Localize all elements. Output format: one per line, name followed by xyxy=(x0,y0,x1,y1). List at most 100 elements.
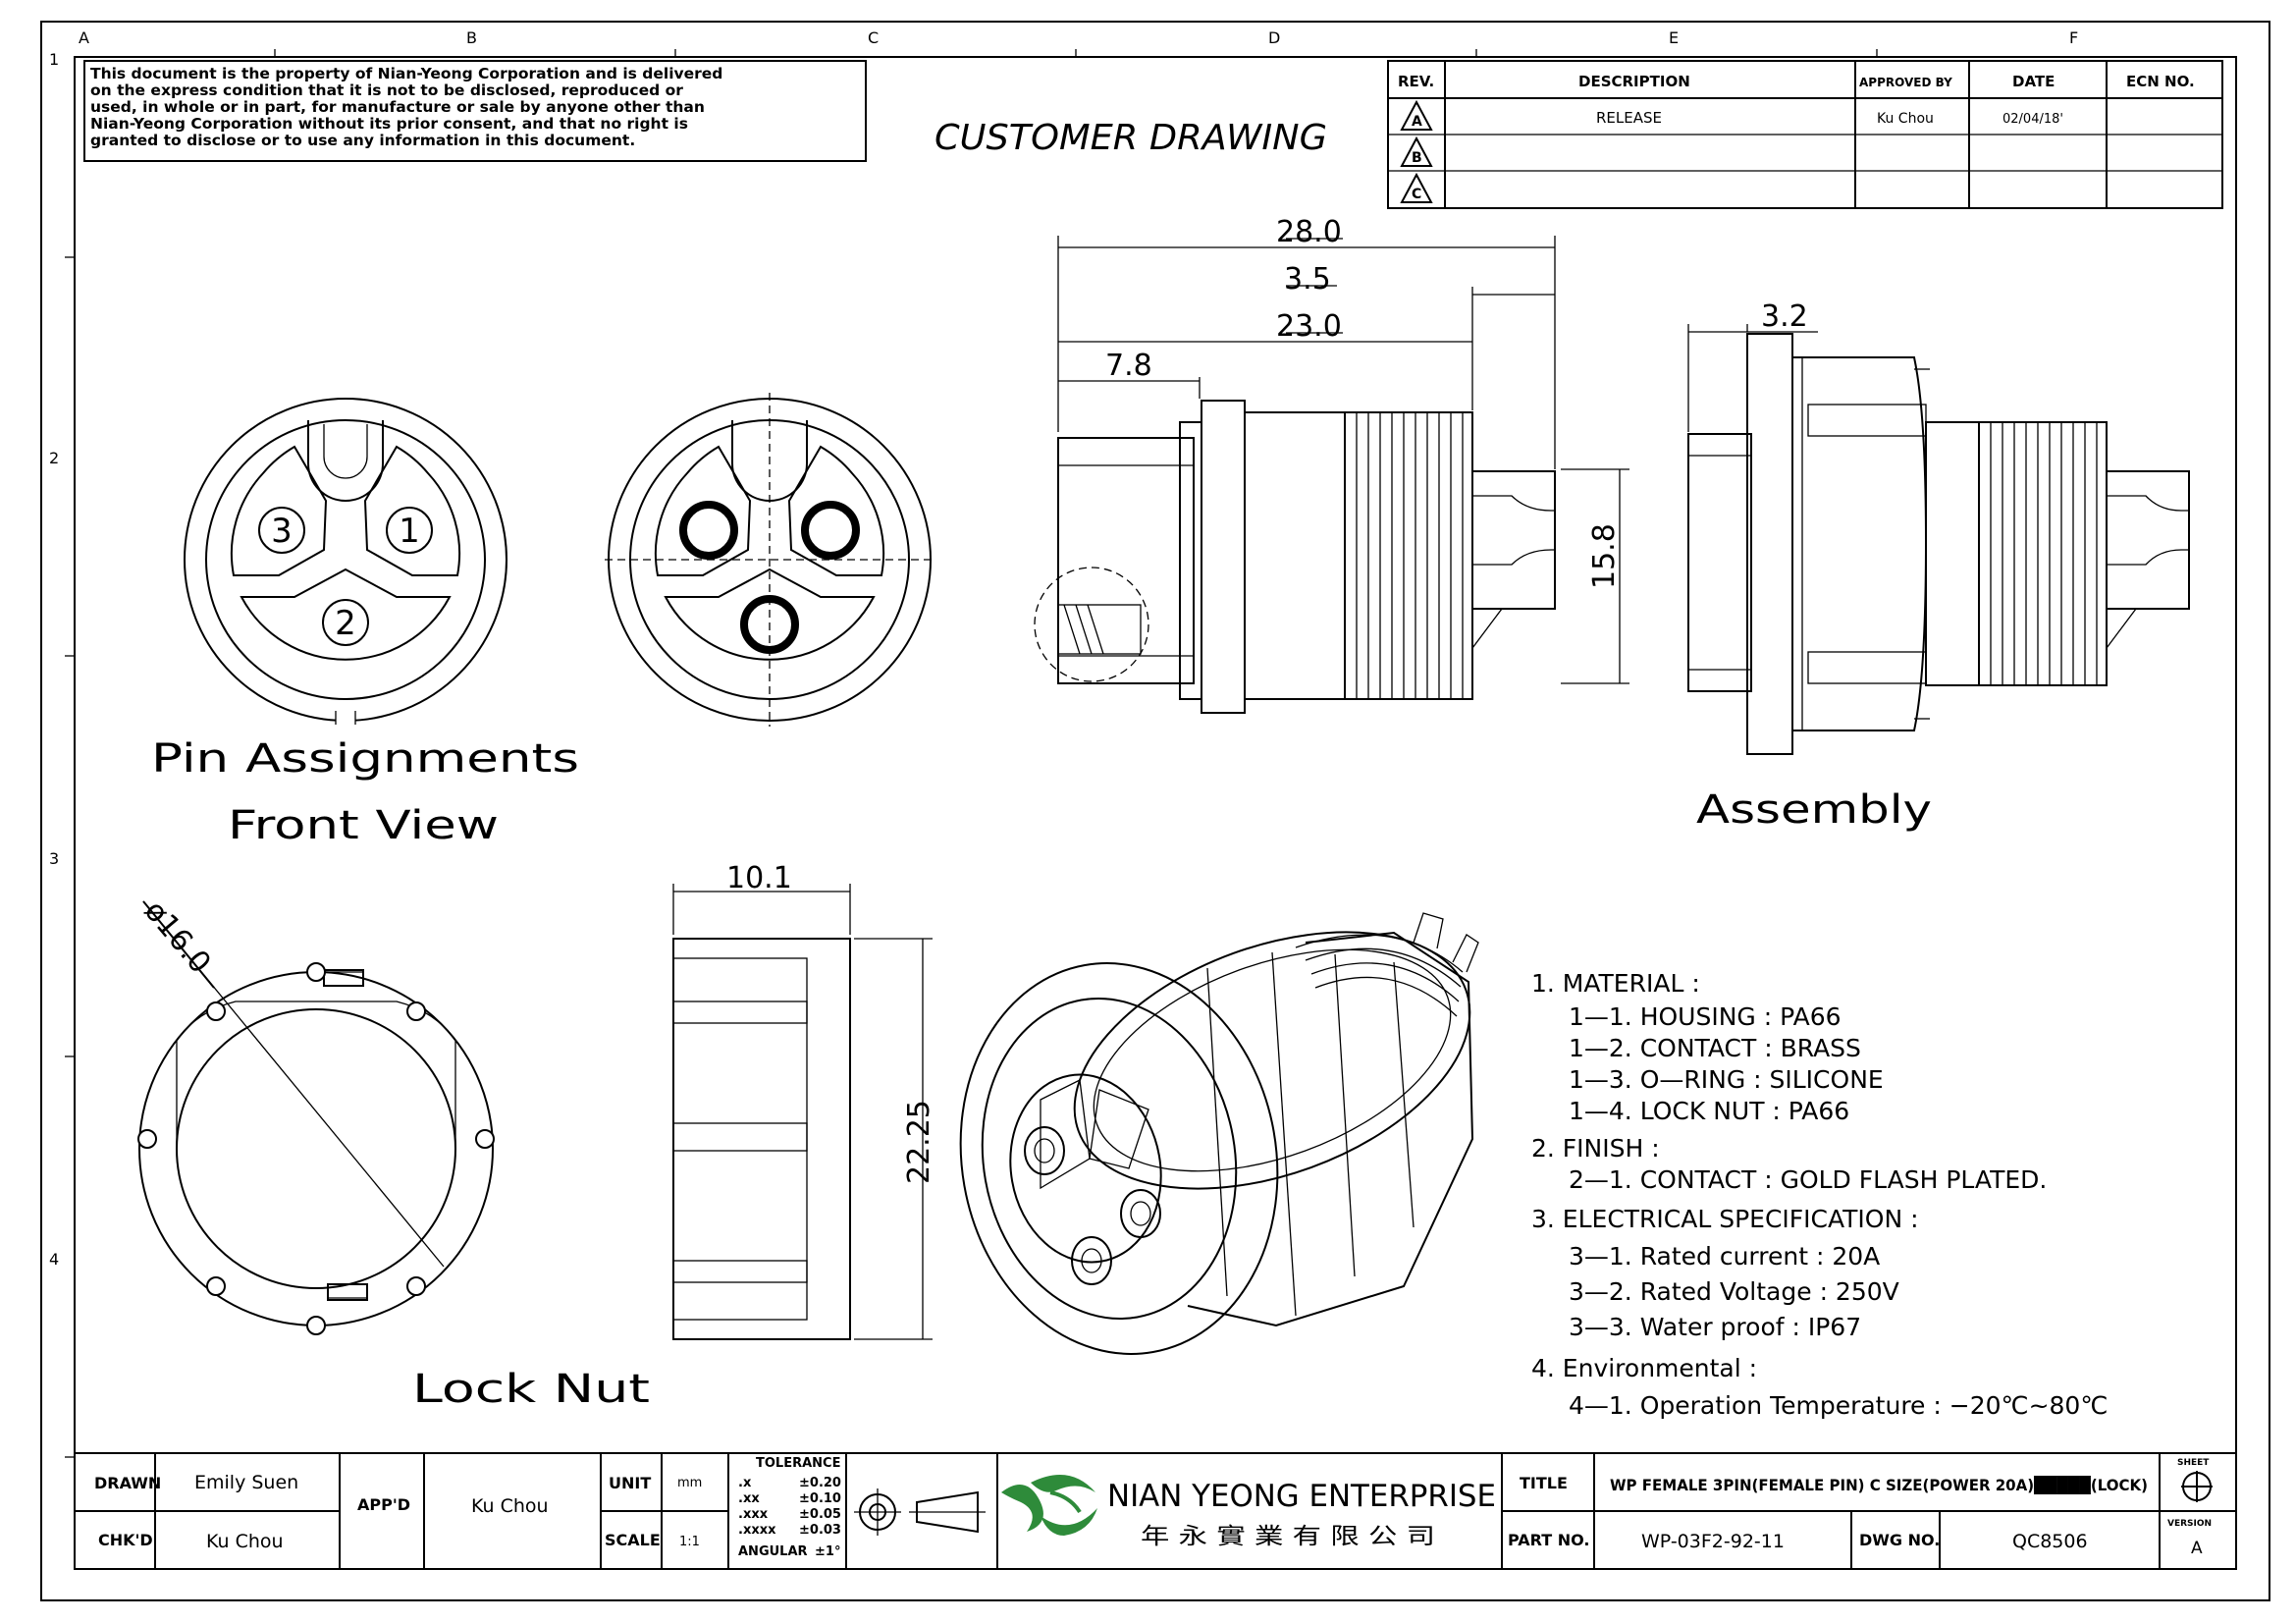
spec-line: 2. FINISH : xyxy=(1531,1134,1660,1163)
unit-value: mm xyxy=(677,1476,702,1490)
tolerance-fmt: .x xyxy=(738,1476,752,1490)
lock-nut-caption: Lock Nut xyxy=(412,1367,650,1412)
grid-col-b: B xyxy=(466,28,477,47)
grid-ticks xyxy=(65,49,1878,1458)
rev-c-label: C xyxy=(1412,187,1421,202)
dim-flange: 3.5 xyxy=(1284,262,1331,297)
grid-col-f: F xyxy=(2069,28,2078,47)
part-no-label: PART NO. xyxy=(1508,1531,1589,1549)
drawn-label: DRAWN xyxy=(94,1474,161,1492)
part-no-value: WP-03F2-92-11 xyxy=(1641,1531,1785,1552)
grid-col-d: D xyxy=(1268,28,1280,47)
grid-row-labels: 1 2 3 4 xyxy=(49,50,59,1269)
notice-line: This document is the property of Nian-Ye… xyxy=(90,65,722,82)
isometric-connector-view xyxy=(959,912,1479,1355)
assembly-caption: Assembly xyxy=(1696,787,1932,833)
dim-nut-width: 10.1 xyxy=(726,861,792,895)
sheet-label: SHEET xyxy=(2177,1458,2210,1468)
specification-notes: 1. MATERIAL : 1—1. HOUSING : PA66 1—2. C… xyxy=(1531,969,2108,1420)
unit-label: UNIT xyxy=(609,1474,651,1492)
lock-nut-front-view xyxy=(137,900,495,1335)
spec-line: 4. Environmental : xyxy=(1531,1354,1757,1382)
tolerance-val: ±0.03 xyxy=(799,1523,841,1538)
dim-height: 15.8 xyxy=(1587,523,1622,589)
dim-nut-face: 3.2 xyxy=(1761,299,1808,334)
rev-b-label: B xyxy=(1412,150,1422,166)
grid-row-4: 4 xyxy=(49,1250,59,1269)
rev-header: REV. xyxy=(1398,73,1434,90)
approved-label: APP'D xyxy=(357,1495,410,1514)
pin-label-3: 3 xyxy=(271,512,293,551)
notice-line: on the express condition that it is not … xyxy=(90,81,683,99)
dim-overall-length: 28.0 xyxy=(1276,215,1342,249)
grid-col-a: A xyxy=(79,28,89,47)
pin-label-2: 2 xyxy=(335,604,356,643)
spec-line: 3—1. Rated current : 20A xyxy=(1569,1242,1880,1271)
rev-a-date: 02/04/18' xyxy=(2002,112,2063,127)
ecn-header: ECN NO. xyxy=(2126,73,2195,90)
title-label: TITLE xyxy=(1520,1474,1568,1492)
tolerance-val: ±0.10 xyxy=(799,1491,841,1506)
tolerance-title: TOLERANCE xyxy=(756,1456,840,1471)
assembly-dimensions: 28.0 3.5 23.0 7.8 15.8 xyxy=(1057,215,1629,684)
title-block: DRAWN CHK'D APP'D UNIT SCALE TITLE PART … xyxy=(74,1452,2237,1570)
angular-label: ANGULAR xyxy=(738,1544,808,1559)
lock-nut-side-view xyxy=(672,884,933,1340)
scale-value: 1:1 xyxy=(679,1535,700,1549)
pin-caption-line1: Pin Assignments xyxy=(151,736,579,782)
approved-value: Ku Chou xyxy=(471,1495,549,1517)
dwg-no-value: QC8506 xyxy=(2012,1531,2088,1552)
grid-row-2: 2 xyxy=(49,449,59,467)
drawn-value: Emily Suen xyxy=(194,1472,298,1493)
spec-line: 4—1. Operation Temperature : −20℃~80℃ xyxy=(1569,1391,2108,1420)
notice-line: Nian-Yeong Corporation without its prior… xyxy=(90,115,688,133)
assembly-with-nut-view xyxy=(1687,324,2190,755)
grid-row-1: 1 xyxy=(49,50,59,69)
company-logo-icon xyxy=(1001,1475,1097,1536)
sheet-symbol-icon xyxy=(2181,1471,2213,1502)
approved-by-header: APPROVED BY xyxy=(1859,76,1952,89)
notice-line: used, in whole or in part, for manufactu… xyxy=(90,98,705,116)
grid-col-e: E xyxy=(1669,28,1679,47)
grid-col-c: C xyxy=(868,28,879,47)
dim-nut-diameter: ø16.0 xyxy=(137,894,218,981)
spec-line: 2—1. CONTACT : GOLD FLASH PLATED. xyxy=(1569,1165,2047,1194)
drawing-title: CUSTOMER DRAWING xyxy=(934,118,1327,158)
outer-border xyxy=(40,21,2270,1601)
tolerance-fmt: .xxx xyxy=(738,1507,769,1522)
tolerance-fmt: .xx xyxy=(738,1491,760,1506)
dwg-no-label: DWG NO. xyxy=(1859,1531,1940,1549)
version-label: VERSION xyxy=(2167,1519,2212,1529)
tolerance-fmt: .xxxx xyxy=(738,1523,776,1538)
dim-body-length: 23.0 xyxy=(1276,309,1342,344)
spec-line: 3—3. Water proof : IP67 xyxy=(1569,1313,1861,1341)
company-name-cn: 年 永 實 業 有 限 公 司 xyxy=(1141,1524,1435,1549)
notice-text: This document is the property of Nian-Ye… xyxy=(90,65,722,149)
angular-value: ±1° xyxy=(815,1544,840,1559)
dim-front-length: 7.8 xyxy=(1105,349,1152,383)
rev-a-label: A xyxy=(1412,114,1422,130)
checked-value: Ku Chou xyxy=(206,1531,284,1552)
assembly-side-view xyxy=(1034,400,1556,714)
pin-caption-line2: Front View xyxy=(228,803,499,848)
version-value: A xyxy=(2191,1539,2203,1558)
rev-a-approved: Ku Chou xyxy=(1877,111,1934,127)
spec-line: 1. MATERIAL : xyxy=(1531,969,1700,998)
spec-line: 1—2. CONTACT : BRASS xyxy=(1569,1034,1861,1062)
date-header: DATE xyxy=(2012,73,2055,90)
spec-line: 1—1. HOUSING : PA66 xyxy=(1569,1002,1842,1031)
notice-line: granted to disclose or to use any inform… xyxy=(90,132,635,149)
projection-symbol-icon xyxy=(854,1488,986,1536)
front-contact-view xyxy=(605,393,934,727)
pin-label-1: 1 xyxy=(399,512,420,551)
grid-column-labels: A B C D E F xyxy=(79,28,2078,47)
grid-row-3: 3 xyxy=(49,849,59,868)
description-header: DESCRIPTION xyxy=(1578,73,1690,90)
title-value: WP FEMALE 3PIN(FEMALE PIN) C SIZE(POWER … xyxy=(1610,1475,2148,1494)
dim-nut-height: 22.25 xyxy=(902,1100,936,1184)
spec-line: 3—2. Rated Voltage : 250V xyxy=(1569,1277,1899,1306)
revision-table: REV. DESCRIPTION APPROVED BY DATE ECN NO… xyxy=(1387,60,2223,209)
scale-label: SCALE xyxy=(605,1531,661,1549)
rev-a-description: RELEASE xyxy=(1596,109,1662,127)
tolerance-val: ±0.20 xyxy=(799,1476,841,1490)
